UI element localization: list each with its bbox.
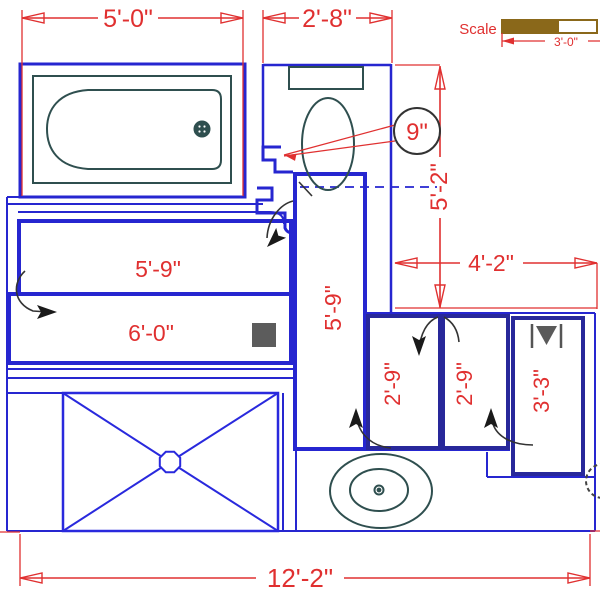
dim-label-comp1: 2'-9"	[380, 362, 405, 406]
dim-ext-line	[0, 530, 600, 586]
tub-drain-icon	[193, 120, 211, 138]
toilet-tank	[288, 66, 364, 90]
shower-diagonal	[62, 392, 279, 532]
scale-bar	[501, 19, 600, 47]
scale-arrow-icon	[502, 37, 514, 45]
scale-bar-filled	[501, 19, 559, 34]
door-swing-arc	[15, 270, 49, 313]
shower-drain-icon	[158, 450, 182, 474]
dim-label-door-opening: 9"	[406, 119, 428, 146]
tub-room-wall	[18, 62, 247, 199]
vent-triangle-marker-icon	[530, 324, 563, 348]
tub-drain-dot	[198, 130, 201, 133]
dimensions	[0, 10, 600, 586]
door-swing-arc	[266, 200, 294, 239]
tub-drain-dot	[203, 130, 206, 133]
door-swing-arrow-icon	[411, 335, 427, 357]
floor-box-marker	[252, 323, 276, 347]
compartment1-wall	[366, 314, 442, 450]
scale-dim-line	[501, 33, 600, 47]
scale-label: Scale	[459, 21, 497, 38]
door-stop-tick	[298, 181, 313, 197]
fixtures	[32, 66, 600, 529]
door-swing-arc	[443, 316, 460, 343]
door-swing-arrow-icon	[261, 227, 287, 253]
door-swings	[15, 181, 534, 449]
scale-bar-empty	[557, 19, 598, 34]
sink-drain-icon	[373, 484, 385, 496]
shower-pan	[61, 391, 280, 533]
balloon-circle	[393, 107, 441, 155]
tub-drain-dot	[203, 125, 206, 128]
tub-drain-dot	[198, 125, 201, 128]
dim-label-band2: 6'-0"	[128, 320, 174, 346]
door-swing-arrow-icon	[483, 407, 499, 429]
dim-label-toilet-width: 2'-8"	[302, 5, 352, 33]
bathtub-outer	[32, 75, 232, 184]
dimension-labels: 5'-0" 2'-8" 9" 5'-2" 5'-9" 6'-0" 4'-2" 5…	[103, 5, 578, 593]
band2-room-wall	[7, 292, 293, 365]
sink-inner	[349, 468, 409, 512]
dim-label-comp3: 3'-3"	[529, 369, 554, 413]
door-jamb-upper	[261, 145, 293, 174]
dim-ext-line	[21, 10, 244, 196]
dim-label-right-height: 5'-2"	[426, 163, 453, 211]
gray-symbols	[252, 323, 563, 348]
shower	[61, 391, 280, 533]
dim-label-corridor: 5'-9"	[320, 285, 346, 331]
door-knob-icon	[585, 463, 600, 499]
dim-label-total-width: 12'-2"	[267, 563, 333, 593]
scale-length-label: 3'-0"	[554, 35, 578, 49]
dim-label-band1: 5'-9"	[135, 256, 181, 282]
door-swing-arrow-icon	[348, 407, 364, 429]
bathtub-inner	[45, 89, 222, 170]
door-jamb-lower	[255, 186, 294, 235]
dim-label-comp2: 2'-9"	[452, 362, 477, 406]
toilet-bowl	[301, 97, 355, 191]
dim-ext-line	[395, 263, 598, 309]
compartment2-wall	[441, 314, 510, 450]
dim-label-wing-width: 4'-2"	[468, 250, 514, 276]
dim-ext-line	[262, 10, 393, 63]
walls	[6, 62, 596, 532]
compartment3-wall	[511, 316, 585, 476]
door-swing-arc	[355, 412, 392, 449]
leader-line	[283, 124, 396, 157]
sink-outer	[329, 453, 433, 529]
dim-label-tub-width: 5'-0"	[103, 5, 153, 33]
sink-drain-dot	[376, 487, 382, 493]
